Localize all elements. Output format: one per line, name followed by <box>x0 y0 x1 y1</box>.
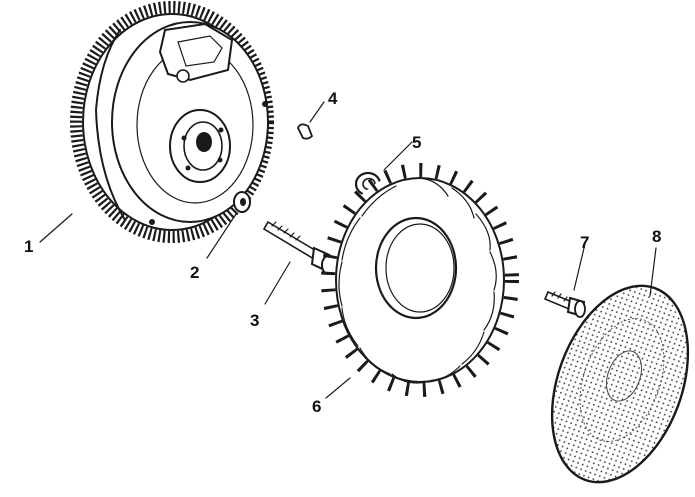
rotating-screen-part <box>550 284 690 484</box>
callout-7: 7 <box>580 233 589 252</box>
callout-2: 2 <box>190 263 199 282</box>
washer-part <box>233 191 251 213</box>
callout-5: 5 <box>412 133 421 152</box>
leader-line-7 <box>573 247 585 291</box>
leader-line-3 <box>264 261 291 305</box>
leader-line-8 <box>649 247 657 297</box>
blower-fan-part <box>321 163 519 397</box>
callout-3: 3 <box>250 311 259 330</box>
callout-8: 8 <box>652 227 661 246</box>
flywheel-part <box>70 1 274 243</box>
leader-line-2 <box>206 213 237 259</box>
leader-line-5 <box>383 141 413 171</box>
leader-line-6 <box>325 377 351 399</box>
callout-1: 1 <box>24 237 33 256</box>
leader-line-4 <box>309 101 325 123</box>
leader-line-1 <box>39 213 73 243</box>
screw-part <box>543 290 586 318</box>
callout-4: 4 <box>328 89 338 108</box>
callout-6: 6 <box>312 397 321 416</box>
bolt-part <box>262 220 338 276</box>
leader-lines <box>39 101 657 399</box>
key-part <box>297 123 314 140</box>
